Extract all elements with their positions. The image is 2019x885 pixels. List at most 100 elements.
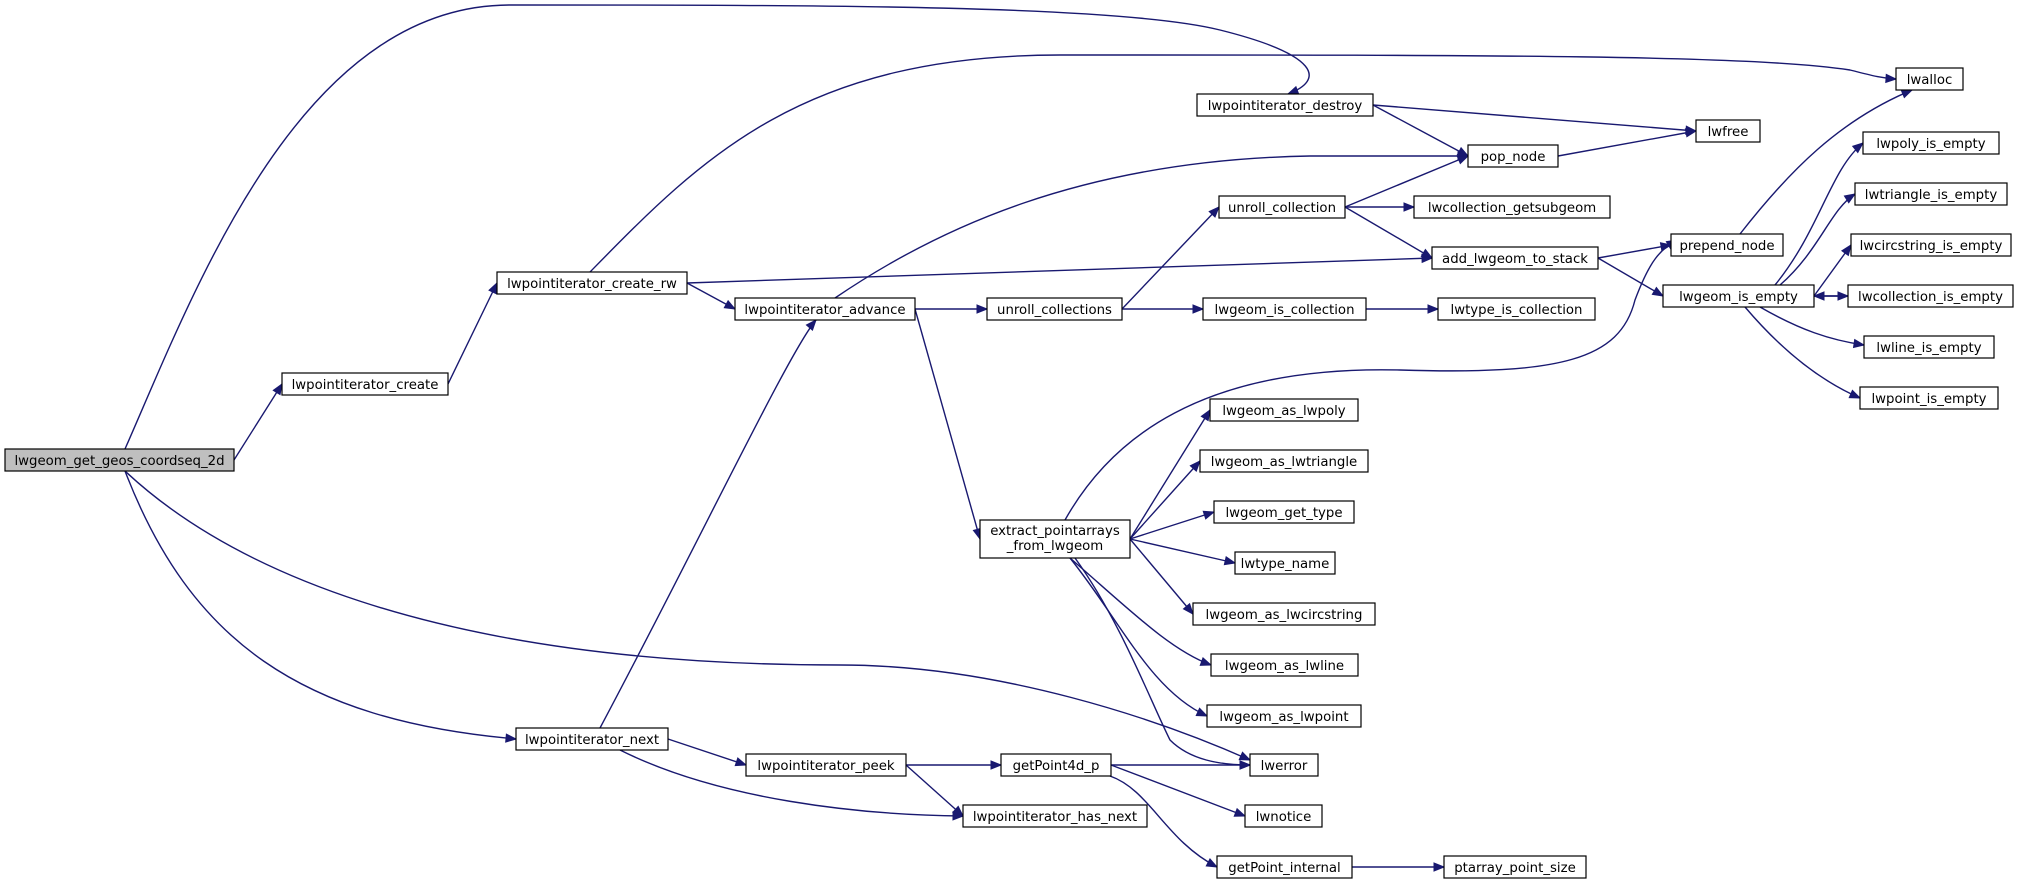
node-box: [515, 727, 669, 751]
node-lwpointiterator-advance[interactable]: lwpointiterator_advance: [734, 297, 916, 321]
edge-line: [124, 4, 1310, 450]
node-pop-node[interactable]: pop_node: [1467, 144, 1559, 168]
edge-n2-n21: [589, 54, 1898, 273]
node-lwalloc[interactable]: lwalloc: [1895, 67, 1964, 91]
edge-arrowhead: [1900, 89, 1914, 99]
node-extract-pointarrays-from-lwgeom[interactable]: extract_pointarrays_from_lwgeom: [979, 519, 1131, 559]
node-lwpoly-is-empty[interactable]: lwpoly_is_empty: [1862, 131, 2000, 155]
edge-line: [1372, 104, 1469, 157]
edge-line: [1813, 244, 1852, 297]
edge-line: [1557, 130, 1697, 157]
node-lwpointiterator-create-rw[interactable]: lwpointiterator_create_rw: [496, 271, 688, 295]
edge-arrowhead: [1202, 510, 1216, 520]
edge-arrowhead: [1852, 338, 1866, 349]
edge-n13-n15: [1122, 304, 1205, 314]
node-label: lwcollection_is_empty: [1858, 290, 2003, 305]
edge-n23-n26: [1813, 243, 1852, 297]
edge-arrowhead: [1208, 206, 1220, 218]
edge-n2-n4: [686, 282, 737, 310]
node-lwcircstring-is-empty[interactable]: lwcircstring_is_empty: [1850, 233, 2012, 257]
edge-line: [1109, 775, 1218, 868]
node-lwpoint-is-empty[interactable]: lwpoint_is_empty: [1859, 386, 1999, 410]
node-add-lwgeom-to-stack[interactable]: add_lwgeom_to_stack: [1431, 246, 1599, 270]
edges-layer: [124, 4, 1914, 872]
node-getPoint-internal[interactable]: getPoint_internal: [1216, 855, 1353, 879]
edge-line: [1121, 206, 1220, 310]
edge-arrowhead: [1200, 408, 1211, 422]
node-label: lwgeom_is_empty: [1679, 290, 1798, 305]
node-box: [979, 519, 1131, 559]
node-lwgeom-as-lwpoly[interactable]: lwgeom_as_lwpoly: [1209, 398, 1359, 422]
edge-arrowhead: [1199, 656, 1213, 666]
node-label: lwtype_is_collection: [1451, 303, 1583, 318]
node-lwgeom-as-lwline[interactable]: lwgeom_as_lwline: [1210, 653, 1359, 677]
node-lwgeom-is-collection[interactable]: lwgeom_is_collection: [1202, 297, 1367, 321]
node-lwpointiterator-create[interactable]: lwpointiterator_create: [281, 372, 449, 396]
node-label: lwerror: [1261, 759, 1308, 774]
node-lwtype-name[interactable]: lwtype_name: [1234, 551, 1336, 575]
node-lwgeom-as-lwcircstring[interactable]: lwgeom_as_lwcircstring: [1192, 602, 1376, 626]
edge-arrowhead: [505, 733, 518, 743]
node-lwgeom-is-empty[interactable]: lwgeom_is_empty: [1662, 284, 1815, 308]
node-lwtype-is-collection[interactable]: lwtype_is_collection: [1437, 297, 1596, 321]
node-label: lwline_is_empty: [1876, 341, 1981, 356]
node-unroll-collection[interactable]: unroll_collection: [1218, 195, 1346, 219]
node-lwerror[interactable]: lwerror: [1249, 753, 1319, 777]
edge-line: [599, 319, 817, 729]
edge-arrowhead: [976, 304, 989, 314]
node-lwpointiterator-next[interactable]: lwpointiterator_next: [515, 727, 669, 751]
node-label: lwgeom_is_collection: [1215, 303, 1355, 318]
edge-line: [1344, 155, 1469, 208]
node-lwgeom-as-lwtriangle[interactable]: lwgeom_as_lwtriangle: [1199, 449, 1369, 473]
edge-line: [667, 738, 747, 766]
edge-n0-n9: [124, 470, 1252, 761]
node-label: lwgeom_as_lwpoly: [1222, 404, 1345, 419]
node-lwnotice[interactable]: lwnotice: [1244, 804, 1323, 828]
node-label: add_lwgeom_to_stack: [1442, 252, 1588, 267]
node-unroll-collections[interactable]: unroll_collections: [986, 297, 1123, 321]
node-label: lwpointiterator_create_rw: [507, 277, 677, 292]
edge-n15-n16: [1366, 304, 1440, 314]
node-lwcollection-getsubgeom[interactable]: lwcollection_getsubgeom: [1413, 195, 1611, 219]
node-lwgeom-get-type[interactable]: lwgeom_get_type: [1213, 500, 1355, 524]
edge-line: [1129, 460, 1201, 540]
edge-arrowhead: [1812, 291, 1825, 301]
edge-line: [1069, 557, 1208, 717]
node-box: [1216, 855, 1353, 879]
edge-line: [1344, 206, 1433, 259]
edge-n0-n1: [233, 382, 283, 461]
edge-arrowhead: [1840, 243, 1852, 257]
edge-arrowhead: [1286, 85, 1300, 95]
edge-n6-n7: [905, 764, 965, 817]
edge-arrowhead: [723, 299, 737, 310]
node-box: [4, 448, 235, 472]
node-ptarray-point-size[interactable]: ptarray_point_size: [1443, 855, 1587, 879]
node-lwpointiterator-peek[interactable]: lwpointiterator_peek: [745, 753, 907, 777]
node-lwline-is-empty[interactable]: lwline_is_empty: [1863, 335, 1995, 359]
edge-n30-n9: [1074, 557, 1252, 770]
node-label: lwgeom_get_geos_coordseq_2d: [14, 454, 224, 469]
node-getPoint4d-p[interactable]: getPoint4d_p: [1000, 753, 1112, 777]
node-lwgeom-get-geos-coordseq-2d[interactable]: lwgeom_get_geos_coordseq_2d: [4, 448, 235, 472]
node-lwgeom-as-lwpoint[interactable]: lwgeom_as_lwpoint: [1206, 704, 1362, 728]
node-lwfree[interactable]: lwfree: [1695, 119, 1761, 143]
edge-n30-n32: [1129, 459, 1201, 540]
node-label: lwgeom_as_lwcircstring: [1206, 608, 1363, 623]
node-label: lwpoly_is_empty: [1876, 137, 1985, 152]
edge-line: [1064, 239, 1678, 521]
node-box: [734, 297, 916, 321]
edge-arrowhead: [1239, 760, 1252, 770]
edge-n3-n20: [1372, 104, 1698, 135]
node-lwtriangle-is-empty[interactable]: lwtriangle_is_empty: [1854, 182, 2008, 206]
node-lwpointiterator-has-next[interactable]: lwpointiterator_has_next: [962, 804, 1148, 828]
edge-n22-n21: [1739, 89, 1914, 235]
edge-arrowhead: [1223, 556, 1237, 566]
edge-n23-n25: [1779, 193, 1857, 286]
node-lwcollection-is-empty[interactable]: lwcollection_is_empty: [1847, 284, 2014, 308]
edge-arrowhead: [1205, 857, 1219, 868]
node-prepend-node[interactable]: prepend_node: [1670, 233, 1784, 257]
edge-line: [1779, 193, 1856, 286]
node-lwpointiterator-destroy[interactable]: lwpointiterator_destroy: [1196, 93, 1374, 117]
edge-arrowhead: [488, 281, 498, 295]
node-box: [745, 753, 907, 777]
